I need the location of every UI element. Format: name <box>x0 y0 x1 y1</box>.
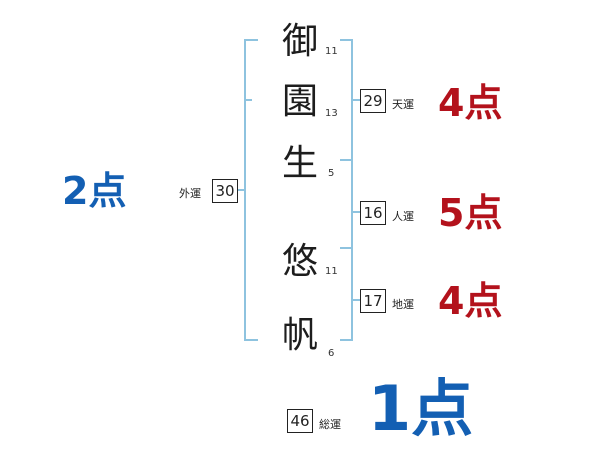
name-char-5: 帆 <box>281 315 318 356</box>
jinun-value-box: 16 <box>360 201 386 225</box>
gaiun-score: 2点 <box>62 169 127 213</box>
stroke-count-5: 6 <box>328 348 335 359</box>
jinun-score: 5点 <box>438 191 503 235</box>
jinun-label: 人運 <box>392 210 414 223</box>
souun-score: 1点 <box>368 372 474 445</box>
souun-label: 総運 <box>319 418 341 431</box>
chiun-bracket <box>340 247 353 341</box>
stroke-count-4: 11 <box>325 266 338 277</box>
tenun-value-box: 29 <box>360 89 386 113</box>
stroke-count-2: 13 <box>325 108 338 119</box>
tenun-bracket <box>340 39 353 161</box>
chiun-value-box: 17 <box>360 289 386 313</box>
gaiun-label: 外運 <box>179 187 201 200</box>
jinun-bracket <box>340 159 353 249</box>
name-char-3: 生 <box>281 143 318 184</box>
stroke-count-3: 5 <box>328 168 335 179</box>
souun-value-box: 46 <box>287 409 313 433</box>
name-char-4: 悠 <box>281 241 318 282</box>
chiun-score: 4点 <box>438 279 503 323</box>
gaiun-value-box: 30 <box>212 179 238 203</box>
tenun-score: 4点 <box>438 81 503 125</box>
stroke-count-1: 11 <box>325 46 338 57</box>
outer-bracket <box>244 39 258 341</box>
tenun-label: 天運 <box>392 98 414 111</box>
name-char-2: 園 <box>281 81 318 122</box>
name-char-1: 御 <box>281 21 318 62</box>
chiun-label: 地運 <box>392 298 414 311</box>
